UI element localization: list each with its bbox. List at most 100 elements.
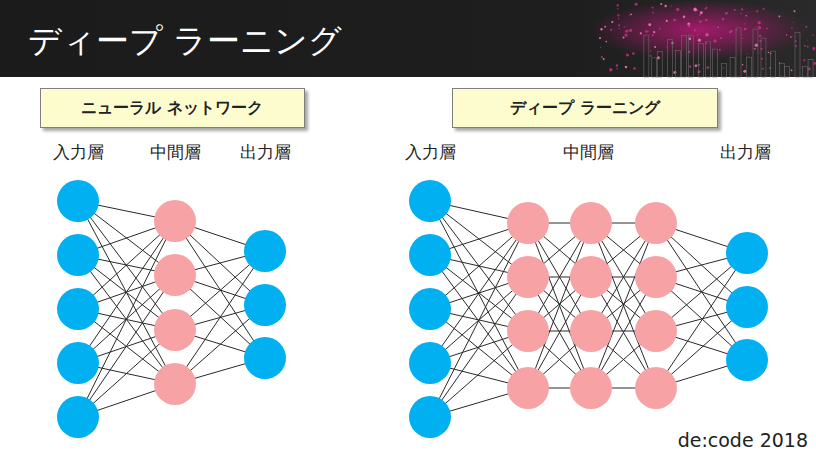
building-outline [803,67,808,77]
neuron-circle [57,234,99,276]
neuron-circle [507,202,549,244]
glow-dot [756,10,758,12]
building-outline [668,39,673,77]
glow-dot [697,34,699,36]
building-outline [795,32,800,77]
neuron-circle [244,284,286,326]
building-outline [808,60,813,77]
glow-dot [645,30,648,33]
glow-dot [617,4,619,6]
glow-dot [706,66,709,69]
glow-dot [624,26,625,27]
neuron-circle [409,396,451,438]
network-link [591,223,656,388]
glow-dot [759,35,761,37]
neuron-circle [409,288,451,330]
event-credit: de:code 2018 [678,429,808,451]
glow-dot [807,46,809,48]
glow-dot [747,53,748,54]
heading-text: ディープ ラーニング [510,98,660,119]
glow-dot [625,30,628,33]
glow-dot [619,28,620,29]
glow-dot [666,47,667,48]
neuron-circle [507,256,549,298]
glow-dot [659,28,661,30]
slide-title: ディープ ラーニング [28,19,343,64]
glow-dot [804,45,805,46]
building-outline [730,57,735,77]
glow-dot [694,29,696,31]
glow-dot [625,66,628,69]
neuron-circle [409,234,451,276]
building-outline [705,42,710,77]
layer-label: 中間層 [150,141,201,164]
heading-box: ディープ ラーニング [452,88,718,128]
glow-dot [742,38,743,39]
glow-dot [745,15,746,16]
network-lines [78,201,747,417]
glow-dot [649,55,651,57]
layer-label: 入力層 [405,141,456,164]
neuron-circle [507,310,549,352]
glow-dot [705,8,707,10]
header-bar [0,0,816,77]
glow-dot [676,8,679,11]
layer-label: 入力層 [53,141,104,164]
glow-dot [706,34,708,36]
glow-dot [722,18,724,20]
glow-dot [601,56,603,58]
glow-dot [805,26,807,28]
glow-dot [813,62,816,65]
neuron-circle [570,256,612,298]
glow-dot [754,48,756,50]
glow-dot [741,8,743,10]
glow-dot [732,41,733,42]
building-outline [722,63,727,77]
building-outline [644,35,649,77]
glow-dot [742,64,744,66]
glow-dot [611,21,613,23]
heading-box: ニューラル ネットワーク [40,88,305,128]
glow-dot [725,12,728,15]
glow-dot [723,67,724,68]
glow-dot [689,65,691,67]
glow-dot [600,47,601,48]
glow-dot [803,59,805,61]
building-outline [785,66,790,77]
neuron-circle [570,310,612,352]
glow-dot [706,33,709,36]
glow-dot [618,18,619,19]
neuron-circle [154,200,196,242]
glow-dot [624,33,627,36]
neuron-circle [507,367,549,409]
glow-dot [623,36,625,38]
neuron-circle [726,232,768,274]
building-outline [698,43,703,77]
neuron-circle [57,396,99,438]
neuron-circle [635,367,677,409]
glow-dot [763,8,765,10]
glow-dot [650,50,651,51]
glow-dot [755,44,758,47]
glow-dot [778,16,780,18]
glow-dot [744,28,747,31]
building-outline [652,58,657,77]
glow-dot [699,64,700,65]
glow-dot [791,69,793,71]
glow-dot [790,36,792,38]
glow-dot [605,41,607,43]
glow-dot [719,49,721,51]
glow-dot [761,58,763,60]
neuron-circle [57,288,99,330]
building-outline [736,28,741,77]
neuron-circle [570,367,612,409]
glow-dot [812,34,814,36]
building-outline [761,38,766,77]
neuron-circle [57,342,99,384]
neuron-circle [244,230,286,272]
neuron-circle [635,256,677,298]
glow-dot [812,47,815,50]
glow-dot [731,30,732,31]
